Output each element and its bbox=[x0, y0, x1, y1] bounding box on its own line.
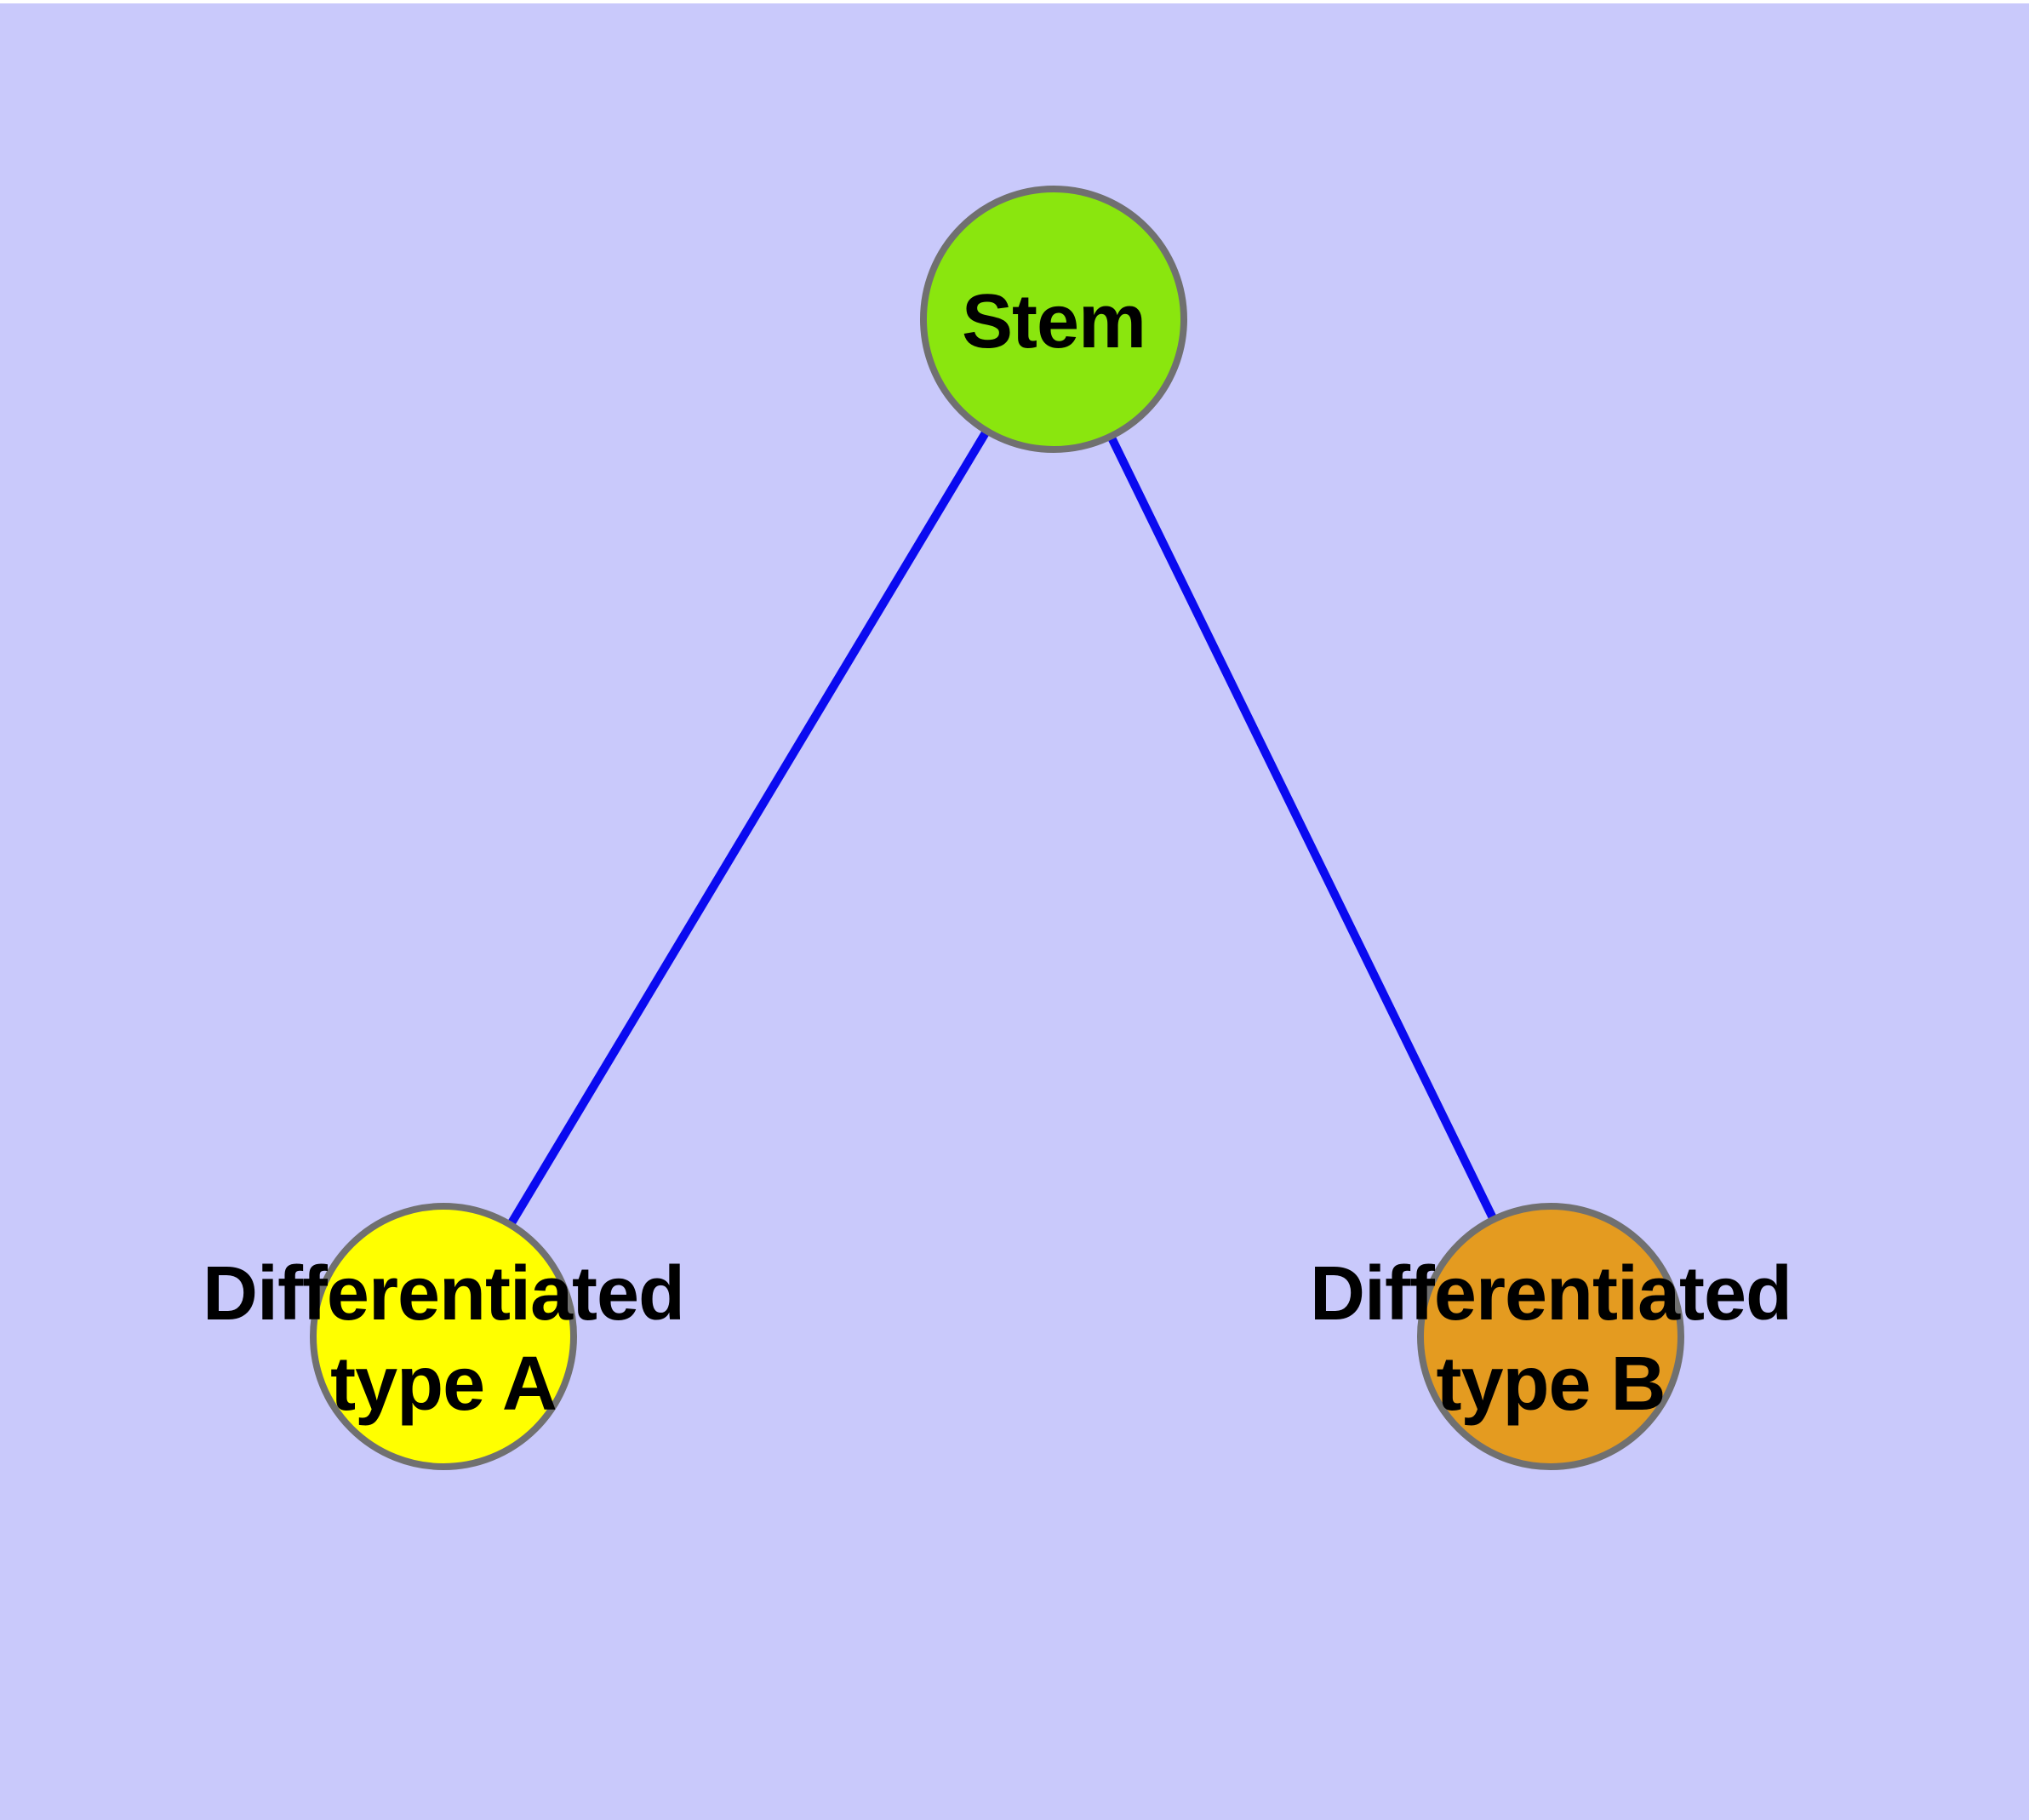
top-margin-strip bbox=[0, 0, 2029, 3]
node-label-line: type B bbox=[1436, 1342, 1665, 1427]
edge-stem-to-differentiated-type-a bbox=[439, 317, 1058, 1339]
node-label-line: Differentiated bbox=[203, 1251, 684, 1336]
edges-layer bbox=[439, 317, 1555, 1339]
edge-stem-to-differentiated-type-b bbox=[1049, 317, 1555, 1339]
node-circle-stem[interactable] bbox=[920, 186, 1187, 453]
node-circle-differentiated-type-a[interactable] bbox=[310, 1203, 577, 1470]
node-circle-differentiated-type-b[interactable] bbox=[1417, 1203, 1684, 1470]
node-label-line: Differentiated bbox=[1310, 1251, 1792, 1336]
nodes-layer bbox=[310, 186, 1684, 1470]
node-label-line: type A bbox=[330, 1342, 557, 1427]
node-label-stem: Stem bbox=[962, 279, 1146, 364]
node-label-line: Stem bbox=[962, 279, 1146, 364]
